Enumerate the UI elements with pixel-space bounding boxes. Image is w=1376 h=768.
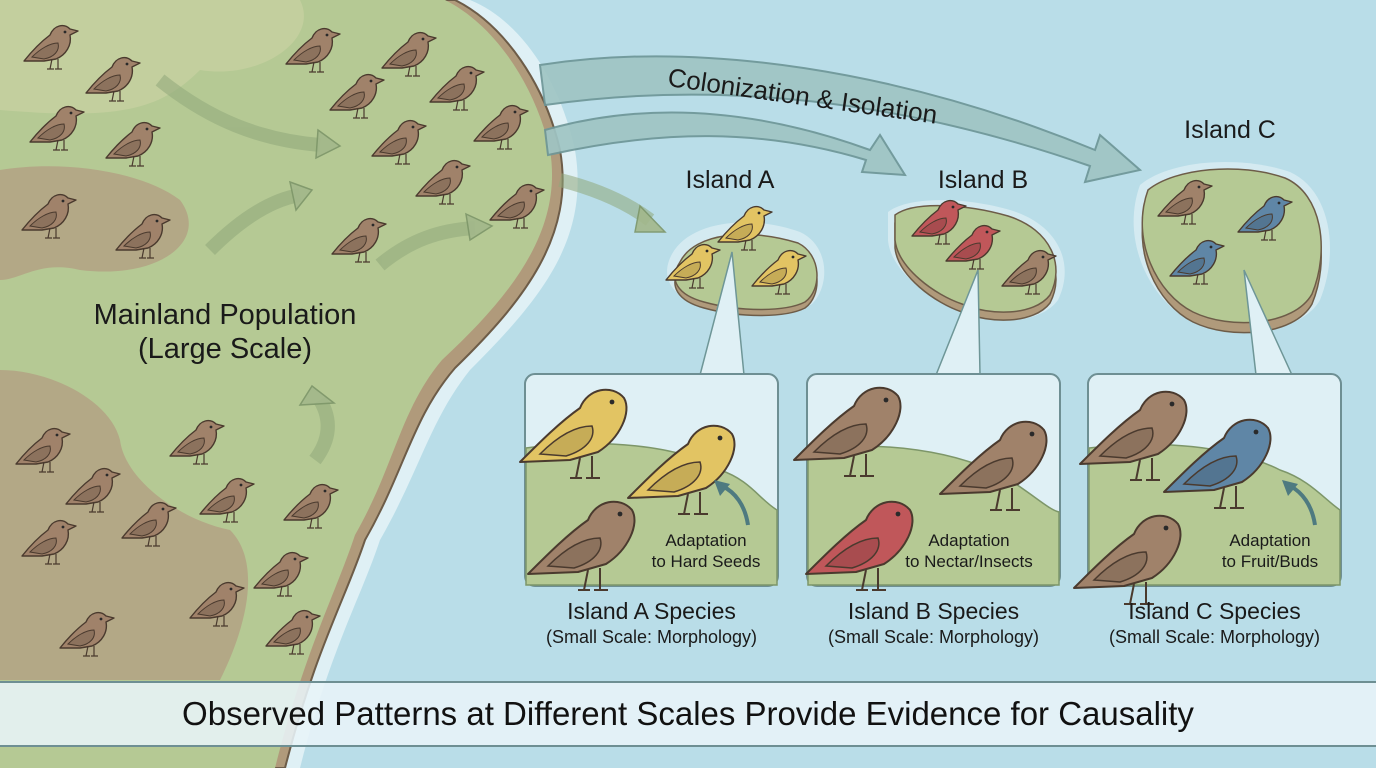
panel-a-scale: (Small Scale: Morphology)	[545, 627, 758, 647]
adaptation-label-b: Adaptation to Nectar/Insects	[884, 530, 1054, 572]
island-c-title: Island C	[1184, 116, 1276, 144]
adaptation-b-line2: to Nectar/Insects	[905, 552, 1033, 571]
adaptation-c-line2: to Fruit/Buds	[1221, 552, 1319, 571]
conclusion-banner: Observed Patterns at Different Scales Pr…	[0, 681, 1376, 747]
adaptation-label-a: Adaptation to Hard Seeds	[636, 530, 776, 572]
panel-c-caption: Island C Species (Small Scale: Morpholog…	[1083, 597, 1346, 649]
adaptation-a-line2: to Hard Seeds	[651, 552, 761, 571]
panel-c-scale: (Small Scale: Morphology)	[1108, 627, 1321, 647]
mainland-label: Mainland Population (Large Scale)	[40, 298, 410, 366]
adaptation-label-c: Adaptation to Fruit/Buds	[1200, 530, 1340, 572]
adaptation-b-line1: Adaptation	[928, 531, 1010, 550]
island-b-title: Island B	[937, 166, 1029, 194]
panel-c-species: Island C Species	[1128, 598, 1301, 624]
mainland-label-line2: (Large Scale)	[137, 333, 313, 365]
adaptation-a-line1: Adaptation	[665, 531, 747, 550]
panel-a-species: Island A Species	[567, 598, 736, 624]
panel-b-scale: (Small Scale: Morphology)	[827, 627, 1040, 647]
island-a-title: Island A	[685, 166, 775, 194]
panel-a-caption: Island A Species (Small Scale: Morpholog…	[520, 597, 783, 649]
conclusion-text: Observed Patterns at Different Scales Pr…	[182, 695, 1194, 732]
mainland-label-line1: Mainland Population	[93, 299, 357, 331]
panel-b-species: Island B Species	[847, 598, 1020, 624]
adaptation-c-line1: Adaptation	[1229, 531, 1311, 550]
panel-b-caption: Island B Species (Small Scale: Morpholog…	[802, 597, 1065, 649]
